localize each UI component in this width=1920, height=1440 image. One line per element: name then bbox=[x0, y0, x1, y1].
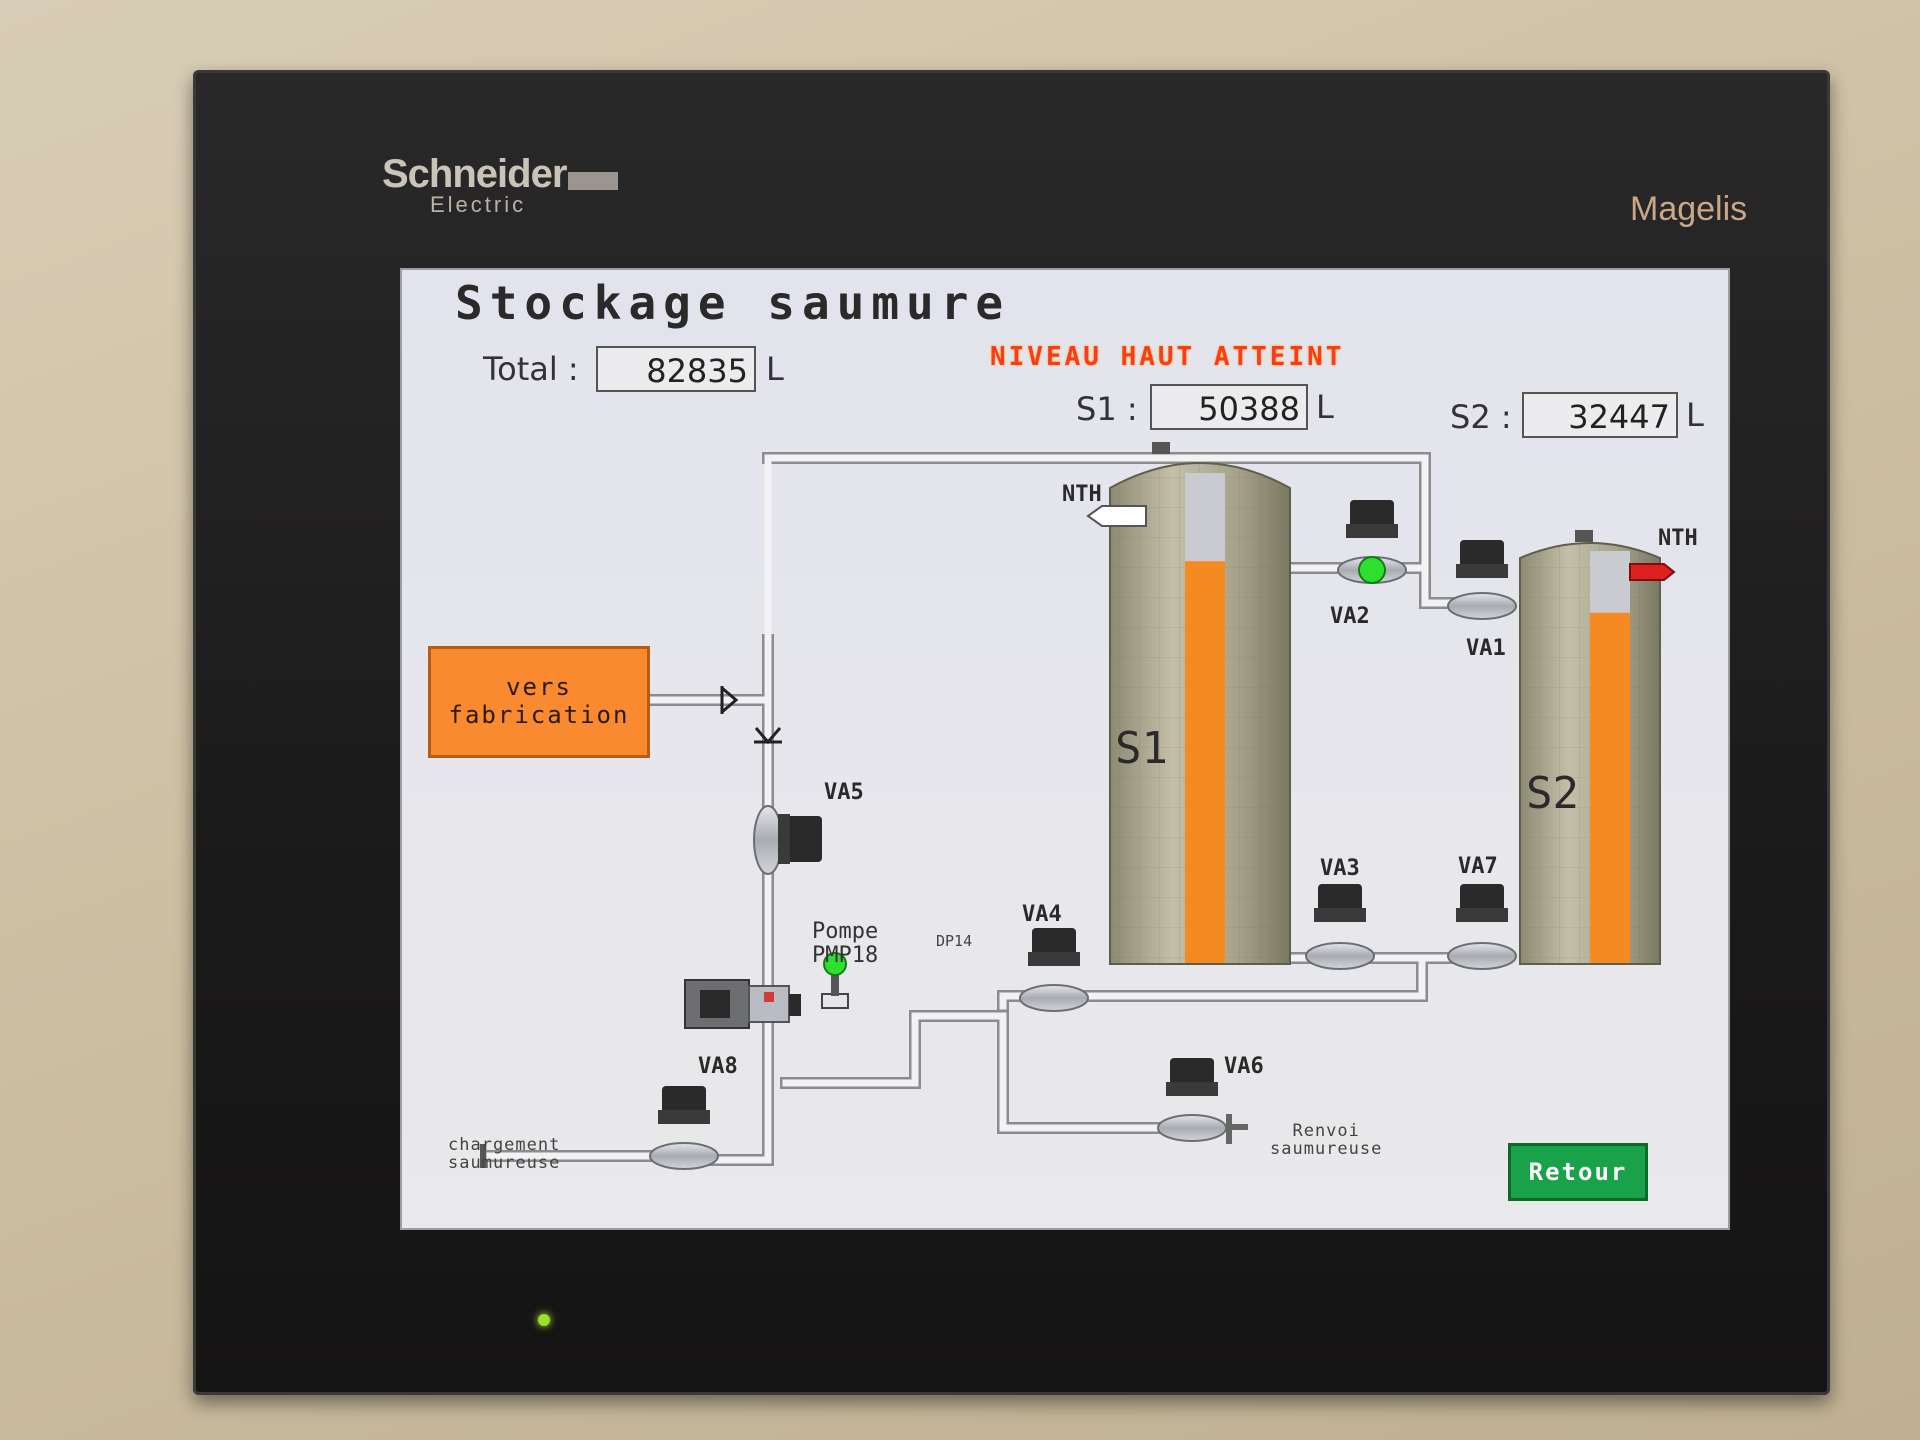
dp14-label: DP14 bbox=[936, 932, 973, 950]
valve-va6-icon bbox=[1157, 1058, 1248, 1144]
valve-va2-icon bbox=[1337, 500, 1407, 584]
valve-va3-icon bbox=[1305, 884, 1375, 970]
tank-s2-level-fill bbox=[1590, 612, 1630, 963]
s1-readout-value: 50388 bbox=[1150, 384, 1308, 430]
process-diagram bbox=[480, 442, 1676, 1170]
model-label: Magelis bbox=[1630, 190, 1748, 228]
pump-label: Pompe PMP18 bbox=[812, 920, 878, 968]
page-title: Stockage saumure bbox=[455, 276, 1011, 330]
valve-va4-icon bbox=[1019, 928, 1089, 1012]
dp14-sensor-icon bbox=[821, 952, 849, 1009]
total-label: Total : bbox=[483, 350, 579, 388]
nth-s2-label: NTH bbox=[1658, 526, 1698, 551]
nth-s2-marker-icon bbox=[1629, 563, 1676, 581]
chargement-line2: saumureuse bbox=[448, 1153, 561, 1173]
valve-va1-label: VA1 bbox=[1466, 636, 1506, 661]
s1-readout-unit: L bbox=[1316, 388, 1334, 426]
total-value: 82835 bbox=[596, 346, 756, 392]
pipe-network bbox=[484, 452, 1496, 1166]
valve-va7-label: VA7 bbox=[1458, 854, 1498, 879]
check-valve-icon bbox=[720, 686, 782, 745]
chargement-label: chargement saumureuse bbox=[448, 1136, 560, 1172]
tank-s1-level-fill bbox=[1185, 561, 1225, 963]
retour-button[interactable]: Retour bbox=[1508, 1143, 1648, 1201]
nth-s1-label: NTH bbox=[1062, 482, 1102, 507]
alarm-banner: NIVEAU HAUT ATTEINT bbox=[990, 342, 1345, 372]
tank-s1 bbox=[1109, 461, 1291, 965]
valve-va5-icon bbox=[753, 805, 822, 875]
valve-va1-icon bbox=[1447, 540, 1517, 620]
renvoi-line2: saumureuse bbox=[1270, 1139, 1383, 1159]
nth-s1-marker-icon bbox=[1086, 505, 1147, 527]
vers-fabrication-button[interactable]: vers fabrication bbox=[428, 646, 650, 758]
valve-va3-label: VA3 bbox=[1320, 856, 1360, 881]
valve-va2-label: VA2 bbox=[1330, 604, 1370, 629]
s1-readout-label: S1 : bbox=[1076, 390, 1138, 428]
s2-readout-value: 32447 bbox=[1522, 392, 1678, 438]
tank-s2 bbox=[1519, 541, 1661, 965]
renvoi-label: Renvoi saumureuse bbox=[1270, 1122, 1382, 1158]
valve-va6-label: VA6 bbox=[1224, 1054, 1264, 1079]
valve-va5-label: VA5 bbox=[824, 780, 864, 805]
chargement-line1: chargement bbox=[448, 1135, 561, 1155]
pump-label-line1: Pompe bbox=[812, 919, 879, 944]
s2-readout-unit: L bbox=[1686, 396, 1704, 434]
valve-va4-label: VA4 bbox=[1022, 902, 1062, 927]
s2-readout-label: S2 : bbox=[1450, 398, 1512, 436]
total-unit: L bbox=[766, 350, 784, 388]
pump-pmp18-icon bbox=[684, 979, 801, 1029]
va2-status-icon bbox=[1358, 556, 1386, 584]
brand-logo: Schneider bbox=[382, 152, 567, 196]
hmi-screen: Stockage saumure Total : 82835 L NIVEAU … bbox=[400, 268, 1730, 1230]
tank-s2-label: S2 bbox=[1526, 768, 1579, 819]
valve-va8-icon bbox=[480, 1086, 719, 1170]
brand-logo-bar bbox=[568, 172, 618, 190]
fitting-icon bbox=[1152, 442, 1170, 454]
fitting-icon bbox=[1575, 530, 1593, 542]
dp14-status-icon bbox=[823, 952, 847, 976]
brand-logo-sub: Electric bbox=[430, 192, 527, 217]
power-led-icon bbox=[538, 1314, 550, 1326]
renvoi-line1: Renvoi bbox=[1292, 1121, 1360, 1141]
valve-va7-icon bbox=[1447, 884, 1517, 970]
pump-label-line2: PMP18 bbox=[812, 943, 879, 968]
valve-va8-label: VA8 bbox=[698, 1054, 738, 1079]
tank-s1-label: S1 bbox=[1115, 723, 1168, 774]
